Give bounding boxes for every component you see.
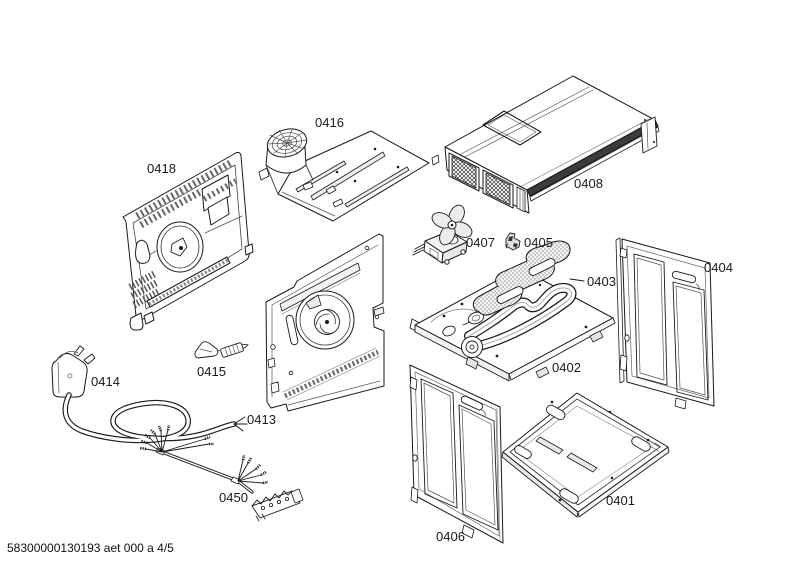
- part-0406-left-side-panel: [409, 364, 504, 544]
- part-label-0414: 0414: [91, 374, 120, 389]
- part-label-0403: 0403: [587, 274, 616, 289]
- part-label-0408: 0408: [574, 176, 603, 191]
- part-label-0450: 0450: [219, 490, 248, 505]
- part-label-0401: 0401: [606, 493, 635, 508]
- part-label-0407: 0407: [466, 235, 495, 250]
- blower-fan-grille: [266, 128, 308, 158]
- part-0401-base-plate: [501, 392, 670, 518]
- part-0450-wiring-harness: [139, 424, 304, 522]
- part-label-0415: 0415: [197, 364, 226, 379]
- part-0407-fan-motor: [412, 204, 473, 265]
- part-labels: 0418 0416 0408 0407 0405 0403 0404 0402 …: [91, 115, 733, 544]
- part-0413-inner-back-panel: [265, 233, 385, 412]
- part-label-0402: 0402: [552, 360, 581, 375]
- part-label-0406: 0406: [436, 529, 465, 544]
- part-0403-insulation-pad: [472, 240, 585, 316]
- part-label-0404: 0404: [704, 260, 733, 275]
- part-label-0418: 0418: [147, 161, 176, 176]
- part-label-0405: 0405: [524, 235, 553, 250]
- part-0418-outer-back-panel: [122, 151, 254, 331]
- part-0415-terminal-clip: [194, 341, 249, 359]
- part-0416-top-panel-blower: [258, 128, 430, 222]
- terminal-block: [251, 488, 304, 522]
- document-number: 58300000130193 aet 000 a 4/5: [7, 541, 174, 555]
- leader-line-0403: [569, 278, 585, 282]
- part-label-0413: 0413: [247, 412, 276, 427]
- part-label-0416: 0416: [315, 115, 344, 130]
- part-0414-power-cord: [51, 345, 248, 444]
- part-0402-top-plate-heating-element: [409, 265, 616, 382]
- part-0404-right-side-panel: [615, 237, 715, 410]
- heating-element: [461, 282, 577, 358]
- part-0405-clip: [505, 232, 521, 251]
- part-0408-top-cover: [431, 75, 660, 214]
